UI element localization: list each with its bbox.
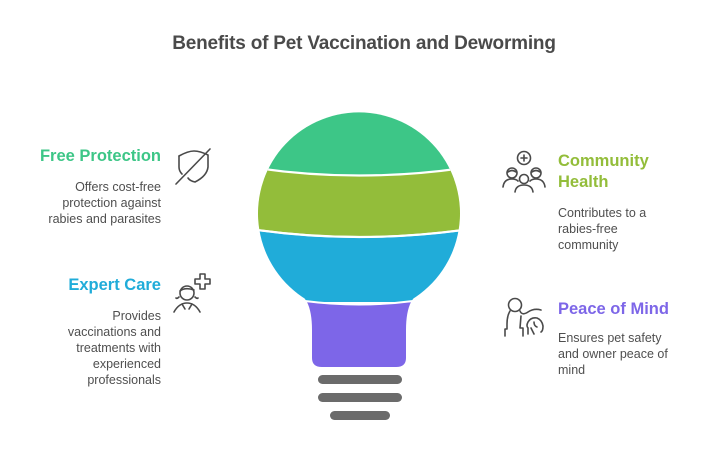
benefit-peace-of-mind: Peace of Mind Ensures pet safety and own… [558,299,708,378]
bulb-segment-free-protection [258,112,461,180]
shield-off-icon [170,143,216,189]
benefit-free-protection: Free Protection Offers cost-free protect… [20,146,161,227]
bulb-base-bar [318,393,402,402]
community-plus-icon [501,148,547,194]
benefit-heading: Expert Care [68,276,161,294]
benefit-description: Ensures pet safety and owner peace of mi… [558,331,668,377]
benefit-heading: Free Protection [39,147,161,165]
benefit-description: Provides vaccinations and treatments wit… [67,309,161,387]
benefit-heading: Community Health [558,152,649,191]
diagram-title: Benefits of Pet Vaccination and Dewormin… [172,33,556,54]
person-with-dog-icon [501,294,547,340]
benefit-community-health: Community Health Contributes to a rabies… [558,151,708,253]
benefit-expert-care: Expert Care Provides vaccinations and tr… [20,275,161,388]
caregiver-plus-icon [170,270,216,316]
bulb-base-bar [330,411,390,420]
benefit-heading: Peace of Mind [558,300,669,318]
bulb-segment-community-health [258,167,461,236]
benefit-description: Offers cost-free protection against rabi… [48,180,161,226]
bulb-segment-peace-of-mind [307,302,411,367]
bulb-base-bar [318,375,402,384]
benefit-description: Contributes to a rabies-free community [558,206,647,252]
